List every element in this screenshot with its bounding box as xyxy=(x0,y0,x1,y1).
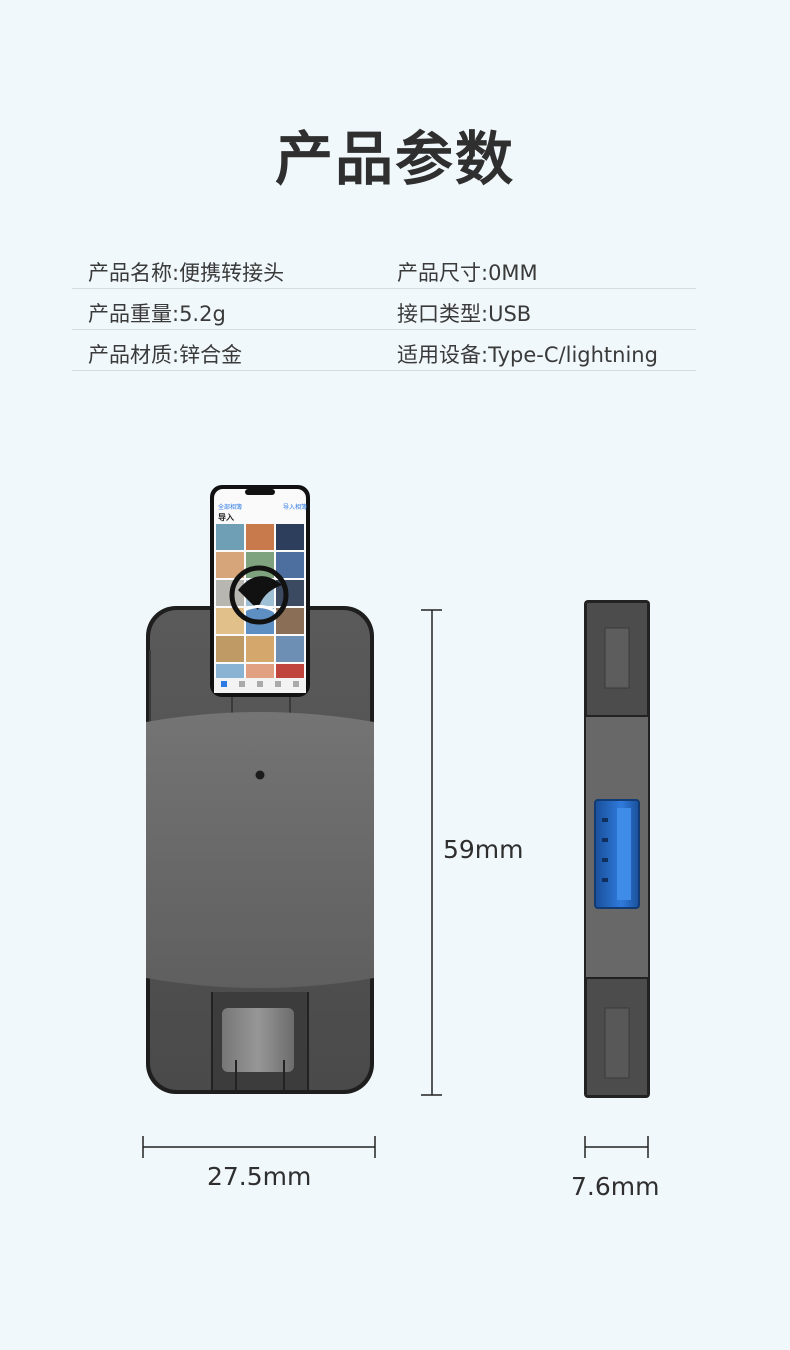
phone-action-link: 导入相簿 xyxy=(283,503,307,511)
adapter-front-view xyxy=(146,606,374,1094)
spec-material: 产品材质:锌合金 xyxy=(88,343,243,367)
phone-back-link: 全部相簿 xyxy=(218,503,242,511)
side-body xyxy=(586,717,648,977)
brand-logo-icon xyxy=(229,565,289,625)
indicator-led-icon xyxy=(255,770,265,780)
spec-product-size: 产品尺寸:0MM xyxy=(397,261,538,285)
usb-port-icon xyxy=(594,799,640,909)
tab-import-icon xyxy=(293,681,299,687)
photo-grid xyxy=(216,524,304,678)
spec-product-name: 产品名称:便携转接头 xyxy=(88,261,285,285)
depth-dimension xyxy=(584,1136,649,1158)
side-top-plug xyxy=(604,627,630,689)
spec-row: 产品名称:便携转接头 产品尺寸:0MM xyxy=(72,248,696,289)
side-shell xyxy=(584,600,650,1098)
side-bottom-cap xyxy=(587,979,647,1095)
phone-frame xyxy=(210,485,310,697)
usb-port-tongue xyxy=(617,808,631,900)
side-bottom-plug xyxy=(604,1007,630,1079)
spec-interface-type: 接口类型:USB xyxy=(397,302,532,326)
tab-foryou-icon xyxy=(239,681,245,687)
spec-table: 产品名称:便携转接头 产品尺寸:0MM 产品重量:5.2g 接口类型:USB 产… xyxy=(72,248,696,371)
outer-shell xyxy=(146,606,374,1094)
width-label: 27.5mm xyxy=(207,1162,312,1191)
spec-product-weight: 产品重量:5.2g xyxy=(88,302,226,326)
phone-mockup: 全部相簿 导入相簿 导入 xyxy=(210,485,310,697)
phone-tab-bar xyxy=(214,678,306,693)
plug-housing xyxy=(212,992,308,1090)
type-c-plug-icon xyxy=(222,1008,294,1072)
depth-label: 7.6mm xyxy=(571,1172,660,1201)
tab-search-icon xyxy=(275,681,281,687)
phone-heading: 导入 xyxy=(218,513,234,522)
height-label: 59mm xyxy=(443,835,524,864)
width-dimension xyxy=(142,1136,376,1158)
spec-compatible-devices: 适用设备:Type-C/lightning xyxy=(397,343,658,367)
spec-row: 产品重量:5.2g 接口类型:USB xyxy=(72,289,696,330)
height-dimension xyxy=(421,609,442,1096)
tab-photos-icon xyxy=(221,681,227,687)
side-top-cap xyxy=(587,603,647,715)
phone-screen xyxy=(214,489,306,693)
phone-notch xyxy=(245,489,275,495)
main-body xyxy=(146,712,374,988)
inner-shell xyxy=(150,610,370,1090)
spec-row: 产品材质:锌合金 适用设备:Type-C/lightning xyxy=(72,330,696,371)
adapter-side-view xyxy=(584,600,650,1098)
page-title: 产品参数 xyxy=(274,125,515,193)
tab-albums-icon xyxy=(257,681,263,687)
